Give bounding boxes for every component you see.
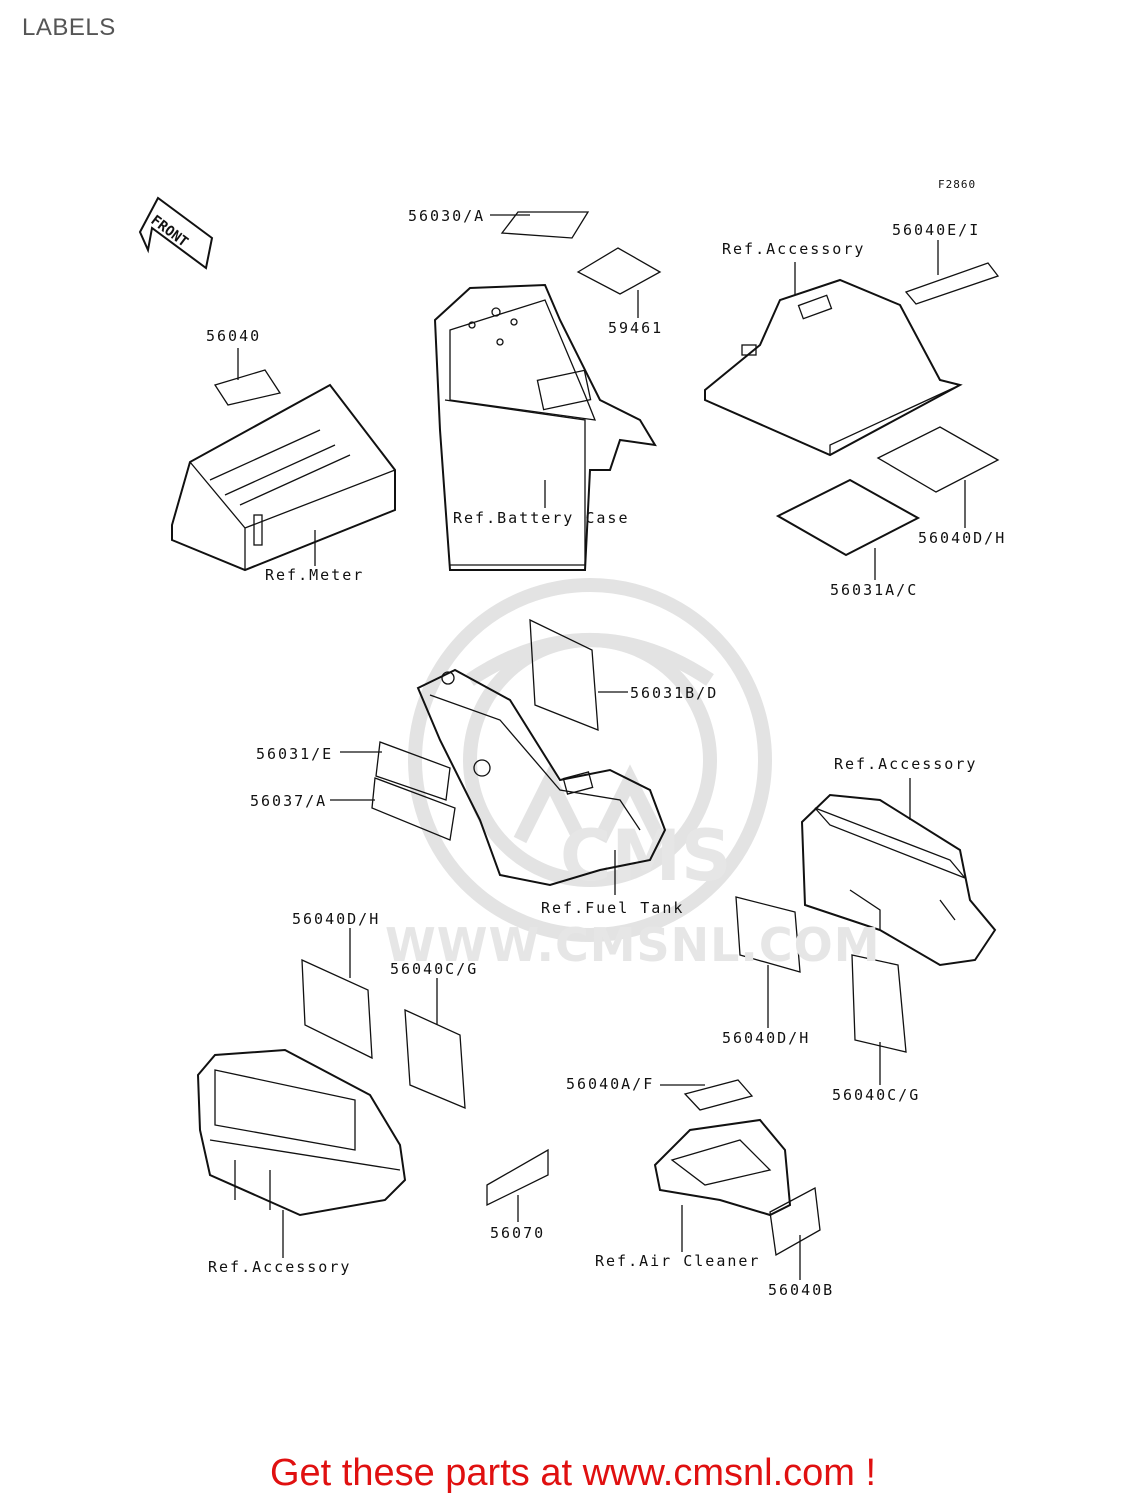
air-cleaner-drawing [653,1118,792,1217]
part-number-56030-a: 56030/A [408,207,486,225]
accessory-right-drawing [800,793,997,967]
part-number-56031-a-c: 56031A/C [830,581,919,599]
label-56040 [213,369,282,406]
part-number-56031-e: 56031/E [256,745,334,763]
part-number-56040-e-i: 56040E/I [892,221,981,239]
part-number-56031-b-d: 56031B/D [630,684,719,702]
label-56040-c-g-mid [404,1008,466,1110]
part-number-56040-a-f: 56040A/F [566,1075,655,1093]
front-arrow-icon: FRONT [138,196,214,270]
part-number-56040-c-g-mid: 56040C/G [390,960,479,978]
figure-id: F2860 [938,178,977,191]
part-number-56040-c-g-right: 56040C/G [832,1086,921,1104]
part-number-56040: 56040 [206,327,262,345]
meter-housing-drawing [171,383,396,572]
part-number-56037-a: 56037/A [250,792,328,810]
label-56030-a [500,211,590,239]
part-number-56070: 56070 [490,1224,546,1242]
accessory-top-drawing [704,278,963,457]
battery-case-drawing [433,283,657,571]
footer-link[interactable]: Get these parts at www.cmsnl.com ! [269,1452,877,1494]
leader-lines [237,214,966,1280]
ref-accessory-right: Ref.Accessory [834,755,978,773]
cms-watermark-logo [408,578,772,942]
ref-fuel-tank: Ref.Fuel Tank [541,899,685,917]
fuel-tank-drawing [416,668,667,887]
watermark-url: WWW.CMSNL.COM [385,918,881,972]
ref-battery-case: Ref.Battery Case [453,509,630,527]
label-56040-d-h-top [876,426,1000,493]
label-56070 [486,1148,549,1207]
ref-accessory-bottom: Ref.Accessory [208,1258,352,1276]
label-56031-a-c [775,478,921,557]
label-56040-e-i [904,262,1000,305]
ref-accessory-top: Ref.Accessory [722,240,866,258]
label-56040-a-f [683,1079,754,1111]
part-number-56040-d-h-top: 56040D/H [918,529,1007,547]
accessory-bottom-drawing [196,1048,407,1217]
label-56037-a [371,777,456,841]
ref-air-cleaner: Ref.Air Cleaner [595,1252,761,1270]
ref-meter: Ref.Meter [265,566,365,584]
label-56040-d-h-right [735,896,801,973]
part-number-56040-d-h-left: 56040D/H [292,910,381,928]
label-56040-d-h-left [301,958,373,1060]
part-number-56040-d-h-right: 56040D/H [722,1029,811,1047]
page-title: LABELS [22,14,116,41]
label-56040-c-g-right [851,954,907,1053]
part-number-59461: 59461 [608,319,664,337]
watermark-logo-text: CMS [560,815,731,897]
label-59461 [576,247,662,295]
label-56031-e [375,741,451,801]
label-56031-b-d [529,618,599,731]
label-56040-b [769,1186,821,1257]
part-number-56040-b: 56040B [768,1281,835,1299]
